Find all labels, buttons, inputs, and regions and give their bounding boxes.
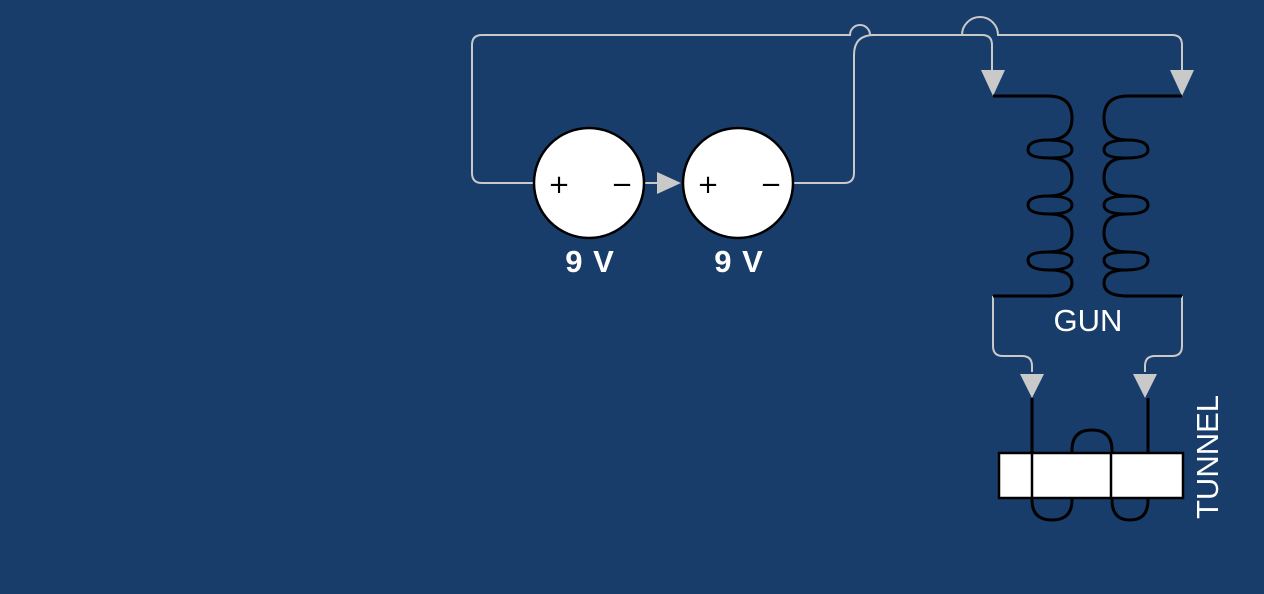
wiring bbox=[471, 16, 1183, 372]
plus-sign: + bbox=[548, 170, 570, 200]
battery-voltage-label: 9 V bbox=[565, 244, 615, 279]
battery-body bbox=[532, 126, 646, 240]
wire-gun-left-out bbox=[992, 296, 1033, 372]
arrow-tunnel-left-in bbox=[1020, 374, 1044, 398]
arrow-battery-link bbox=[657, 172, 681, 194]
gun-coil-left-loops bbox=[1047, 138, 1074, 272]
minus-sign: − bbox=[611, 170, 633, 200]
gun-label: GUN bbox=[1054, 303, 1123, 338]
wire-gun-right-out bbox=[1144, 296, 1183, 372]
battery-voltage-label: 9 V bbox=[714, 244, 764, 279]
tunnel-coil-back bbox=[1030, 398, 1150, 522]
battery-1: + − 9 V bbox=[532, 126, 646, 279]
tunnel-label: TUNNEL bbox=[1190, 395, 1225, 519]
gun-coils: GUN bbox=[993, 94, 1182, 338]
wire-top-rail bbox=[471, 16, 1183, 184]
minus-sign: − bbox=[760, 170, 782, 200]
tunnel-box bbox=[997, 451, 1185, 500]
arrow-tunnel-right-in bbox=[1133, 374, 1157, 398]
plus-sign: + bbox=[697, 170, 719, 200]
gun-coil-left bbox=[993, 94, 1074, 298]
gun-coil-right bbox=[1102, 94, 1182, 298]
arrow-gun-right-in bbox=[1170, 70, 1194, 96]
arrows bbox=[657, 70, 1194, 398]
battery-2: + − 9 V bbox=[681, 126, 795, 279]
gun-coil-right-loops bbox=[1102, 138, 1129, 272]
tunnel: TUNNEL bbox=[997, 395, 1225, 522]
wire-return bbox=[794, 34, 993, 184]
battery-body bbox=[681, 126, 795, 240]
arrow-gun-left-in bbox=[981, 70, 1005, 96]
